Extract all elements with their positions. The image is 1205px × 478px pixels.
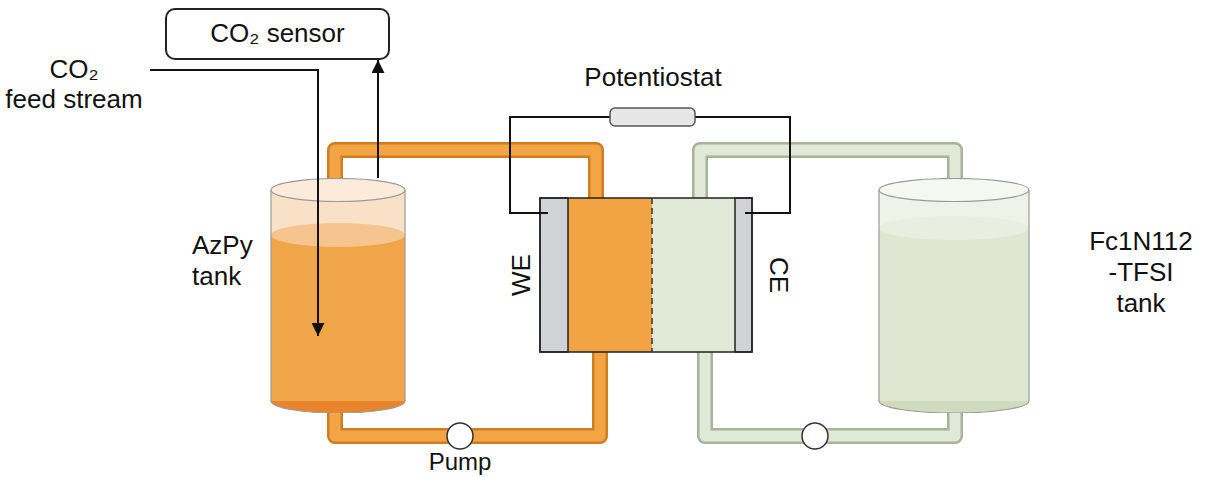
- tank-wall: [878, 190, 879, 401]
- tank-top: [271, 179, 405, 202]
- counter-electrode: [735, 198, 752, 352]
- text-line: CO₂: [49, 54, 98, 84]
- edges: [378, 60, 379, 178]
- tank-liquid: [271, 235, 405, 401]
- tank-outline: [270, 178, 406, 413]
- sensor-box: CO₂ sensor: [165, 8, 390, 60]
- working-electrode: [540, 198, 568, 352]
- tank: AzPy tank: [270, 178, 406, 413]
- wire: [510, 117, 610, 213]
- text-label: Potentiostat: [553, 62, 753, 93]
- potentiostat-symbol: [610, 108, 695, 126]
- tank-wall: [270, 190, 271, 401]
- tank-top: [879, 179, 1029, 202]
- tank-label: AzPy tank: [192, 230, 266, 292]
- pump-symbol: [802, 423, 828, 449]
- tank-wall: [404, 190, 405, 401]
- potentiostat-wires: [510, 108, 790, 213]
- feed-arrow: [150, 70, 318, 336]
- wire: [695, 117, 790, 213]
- text-line: feed stream: [5, 84, 142, 114]
- text-label: Pump: [410, 449, 510, 474]
- liquid-surface: [271, 223, 405, 247]
- pump-symbol: [447, 423, 473, 449]
- node-label: CO₂ sensor: [210, 18, 344, 49]
- tank-body: [879, 190, 1029, 401]
- tank-liquid: [879, 228, 1029, 401]
- tank-body: [271, 190, 405, 401]
- tank-label: Fc1N112 -TFSI tank: [1084, 226, 1198, 320]
- catholyte-chamber: [652, 198, 735, 352]
- flow-cell: [540, 198, 752, 352]
- liquid-surface: [879, 216, 1029, 240]
- tank: Fc1N112 -TFSI tank: [878, 178, 1030, 413]
- anolyte-chamber: [568, 198, 652, 352]
- electrode-label: CE: [762, 257, 793, 293]
- tank-outline: [878, 178, 1030, 413]
- electrode-label: WE: [506, 254, 537, 296]
- membrane: [651, 198, 653, 352]
- cell-outline: [540, 198, 752, 352]
- tank-wall: [1028, 190, 1029, 401]
- text-label: CO₂ feed stream: [0, 54, 148, 114]
- sensor-arrow: [377, 60, 379, 178]
